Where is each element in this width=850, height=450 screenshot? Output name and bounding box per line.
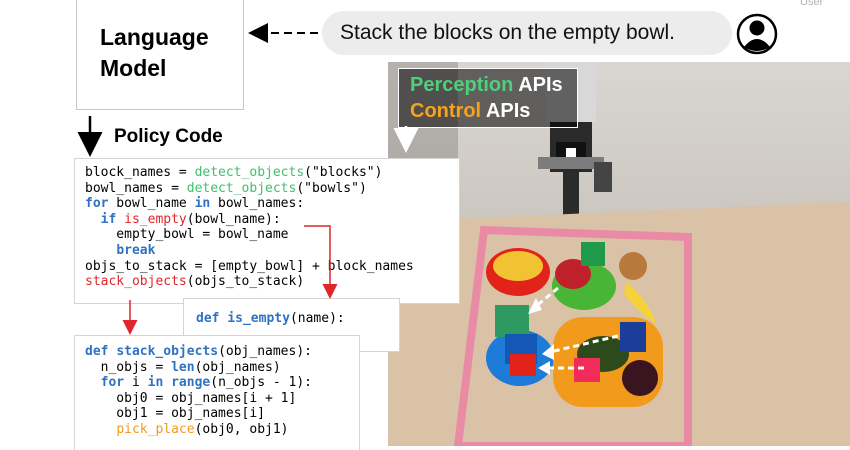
code-token: bowl_name — [108, 196, 195, 212]
code-token: pick_place — [116, 421, 195, 437]
code-line: def stack_objects(obj_names): — [85, 344, 359, 360]
api-legend: Perception APIs Control APIs — [398, 68, 578, 128]
language-model-box — [76, 0, 244, 110]
code-token: obj0 = obj_names[i + 1] — [85, 390, 297, 406]
stack-objects-function-block: def stack_objects(obj_names): n_objs = l… — [74, 335, 360, 450]
code-token: detect_objects — [194, 165, 305, 180]
code-token: for — [100, 375, 125, 391]
code-token: stack_objects — [85, 274, 187, 290]
code-line: obj1 = obj_names[i] — [85, 406, 359, 422]
code-token: (obj_names) — [194, 359, 281, 375]
code-token: detect_objects — [186, 180, 297, 196]
code-token: empty_bowl = bowl_name — [85, 227, 289, 243]
is-empty-call-arrow — [304, 225, 338, 299]
prompt-text: Stack the blocks on the empty bowl. — [340, 21, 676, 44]
code-line: empty_bowl = bowl_name — [85, 227, 459, 243]
code-token: (n_objs - 1): — [210, 375, 312, 391]
user-avatar-icon — [736, 13, 778, 55]
code-line: pick_place(obj0, obj1) — [85, 422, 359, 438]
code-line: stack_objects(objs_to_stack) — [85, 274, 459, 290]
control-word: Control — [410, 100, 482, 122]
code-token: (name): — [289, 311, 345, 326]
code-token: for — [85, 196, 109, 212]
code-token: len — [171, 359, 195, 375]
code-token: in — [194, 196, 211, 212]
apis-word: APIs — [518, 74, 563, 96]
code-line: block_names = detect_objects("blocks") — [85, 165, 459, 181]
code-token: def — [196, 311, 220, 326]
perception-api-line: Perception APIs — [410, 72, 577, 98]
code-line: objs_to_stack = [empty_bowl] + block_nam… — [85, 259, 459, 275]
code-token: def — [85, 344, 109, 359]
code-token: break — [116, 242, 156, 258]
code-line: obj0 = obj_names[i + 1] — [85, 391, 359, 407]
code-token: bowl_names = — [85, 180, 187, 196]
code-line: def is_empty(name): — [196, 311, 399, 327]
code-token: (obj_names): — [218, 344, 312, 359]
policy-code-label: Policy Code — [114, 126, 223, 147]
code-token: (objs_to_stack) — [186, 274, 305, 290]
control-api-line: Control APIs — [410, 98, 577, 124]
code-token: if — [100, 211, 117, 227]
code-line: bowl_names = detect_objects("bowls") — [85, 181, 459, 197]
code-token: block_names = — [85, 165, 195, 180]
code-line: if is_empty(bowl_name): — [85, 212, 459, 228]
code-token: bowl_names: — [210, 196, 305, 212]
code-token: in — [147, 375, 164, 391]
perception-word: Perception — [410, 74, 514, 96]
code-token: objs_to_stack = [empty_bowl] + block_nam… — [85, 258, 414, 274]
code-token: (obj0, obj1) — [194, 421, 289, 437]
code-line: break — [85, 243, 459, 259]
language-model-label: Language Model — [100, 24, 209, 81]
code-token: (bowl_name): — [186, 211, 281, 227]
code-token: i — [124, 375, 148, 391]
code-token: obj1 = obj_names[i] — [85, 406, 266, 422]
code-token: is_empty — [227, 311, 290, 326]
apis-word-2: APIs — [485, 100, 531, 122]
code-token: is_empty — [124, 211, 187, 227]
code-line: for i in range(n_objs - 1): — [85, 375, 359, 391]
code-token: ("blocks") — [304, 165, 383, 180]
code-token: ("bowls") — [296, 180, 367, 196]
code-line: for bowl_name in bowl_names: — [85, 196, 459, 212]
user-label: User — [800, 0, 824, 8]
user-prompt-bubble: Stack the blocks on the empty bowl. — [322, 11, 732, 55]
code-token: n_objs = — [85, 359, 172, 375]
code-line: n_objs = len(obj_names) — [85, 360, 359, 376]
policy-code-block: block_names = detect_objects("blocks")bo… — [74, 158, 460, 304]
code-token: stack_objects — [116, 344, 219, 359]
code-token: range — [171, 375, 211, 391]
